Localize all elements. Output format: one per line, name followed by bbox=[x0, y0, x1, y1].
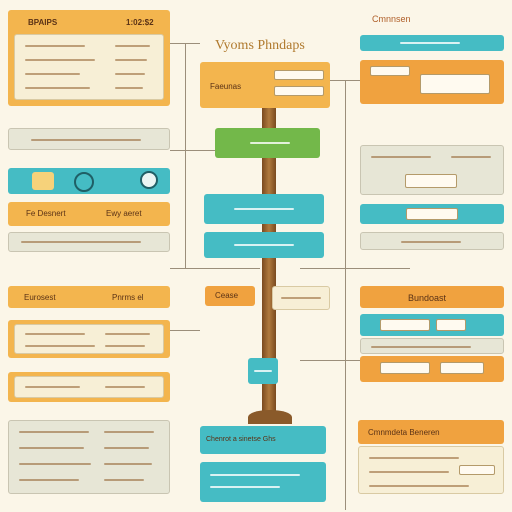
gear-icon bbox=[140, 171, 158, 189]
left-panel-top: BPAIPS 1:02:$2 bbox=[8, 10, 170, 106]
center-bottom-teal[interactable]: Chenrot a sinetse Ghs bbox=[200, 426, 326, 454]
connector-line bbox=[185, 43, 186, 268]
left-list-1[interactable] bbox=[8, 320, 170, 358]
center-small-orange[interactable]: Cease bbox=[205, 286, 255, 306]
connector-line bbox=[300, 360, 360, 361]
center-teal-3[interactable] bbox=[248, 358, 278, 384]
right-bottom-list[interactable] bbox=[358, 446, 504, 494]
connector-line bbox=[345, 80, 346, 510]
right-top-header: Cmnnsen bbox=[360, 10, 504, 30]
left-list-2[interactable] bbox=[8, 372, 170, 402]
center-bottom-label: Chenrot a sinetse Ghs bbox=[206, 436, 276, 443]
right-orange-2[interactable] bbox=[360, 356, 504, 382]
left-section-2-left: Eurosest bbox=[24, 293, 56, 302]
left-card-a[interactable]: Fe Desnert Ewy aeret bbox=[8, 202, 170, 226]
center-bottom-teal-2[interactable] bbox=[200, 462, 326, 502]
connector-line bbox=[170, 268, 260, 269]
circle-icon bbox=[74, 172, 94, 192]
right-orange-1[interactable] bbox=[360, 60, 504, 104]
connector-line bbox=[170, 330, 200, 331]
connector-line bbox=[300, 268, 410, 269]
center-top-label: Faeunas bbox=[210, 82, 242, 91]
right-bottom-header: Cmnmdeta Beneren bbox=[358, 420, 504, 444]
lock-icon bbox=[32, 172, 54, 190]
left-list-3[interactable] bbox=[8, 420, 170, 494]
right-gray-1[interactable] bbox=[360, 145, 504, 195]
right-teal-3[interactable] bbox=[360, 314, 504, 336]
left-panel-body bbox=[14, 34, 164, 100]
center-side-note bbox=[272, 286, 330, 310]
center-green-box[interactable] bbox=[215, 128, 320, 158]
left-row-gray-2[interactable] bbox=[8, 232, 170, 252]
center-top-box[interactable]: Faeunas bbox=[200, 62, 330, 108]
right-mid-header: Bundoast bbox=[360, 286, 504, 308]
center-teal-1[interactable] bbox=[204, 194, 324, 224]
left-row-gray-1[interactable] bbox=[8, 128, 170, 150]
left-row-teal[interactable] bbox=[8, 168, 170, 194]
right-gray-2[interactable] bbox=[360, 232, 504, 250]
right-mid-title: Bundoast bbox=[408, 293, 447, 303]
center-teal-2[interactable] bbox=[204, 232, 324, 258]
center-small-orange-label: Cease bbox=[215, 291, 239, 300]
right-teal-1[interactable] bbox=[360, 35, 504, 51]
tree-root bbox=[248, 410, 292, 424]
left-header-right: 1:02:$2 bbox=[126, 18, 154, 27]
left-section-2: Eurosest Pnrms el bbox=[8, 286, 170, 308]
left-section-2-right: Pnrms el bbox=[112, 293, 144, 302]
right-gray-3[interactable] bbox=[360, 338, 504, 354]
left-card-a-right: Ewy aeret bbox=[106, 209, 142, 218]
right-bottom-title: Cmnmdeta Beneren bbox=[368, 428, 440, 437]
right-top-title: Cmnnsen bbox=[372, 14, 411, 24]
left-card-a-title: Fe Desnert bbox=[26, 209, 66, 218]
left-header-left: BPAIPS bbox=[28, 18, 58, 27]
page-title: Vyoms Phndaps bbox=[215, 38, 305, 53]
right-teal-2[interactable] bbox=[360, 204, 504, 224]
connector-line bbox=[170, 150, 215, 151]
